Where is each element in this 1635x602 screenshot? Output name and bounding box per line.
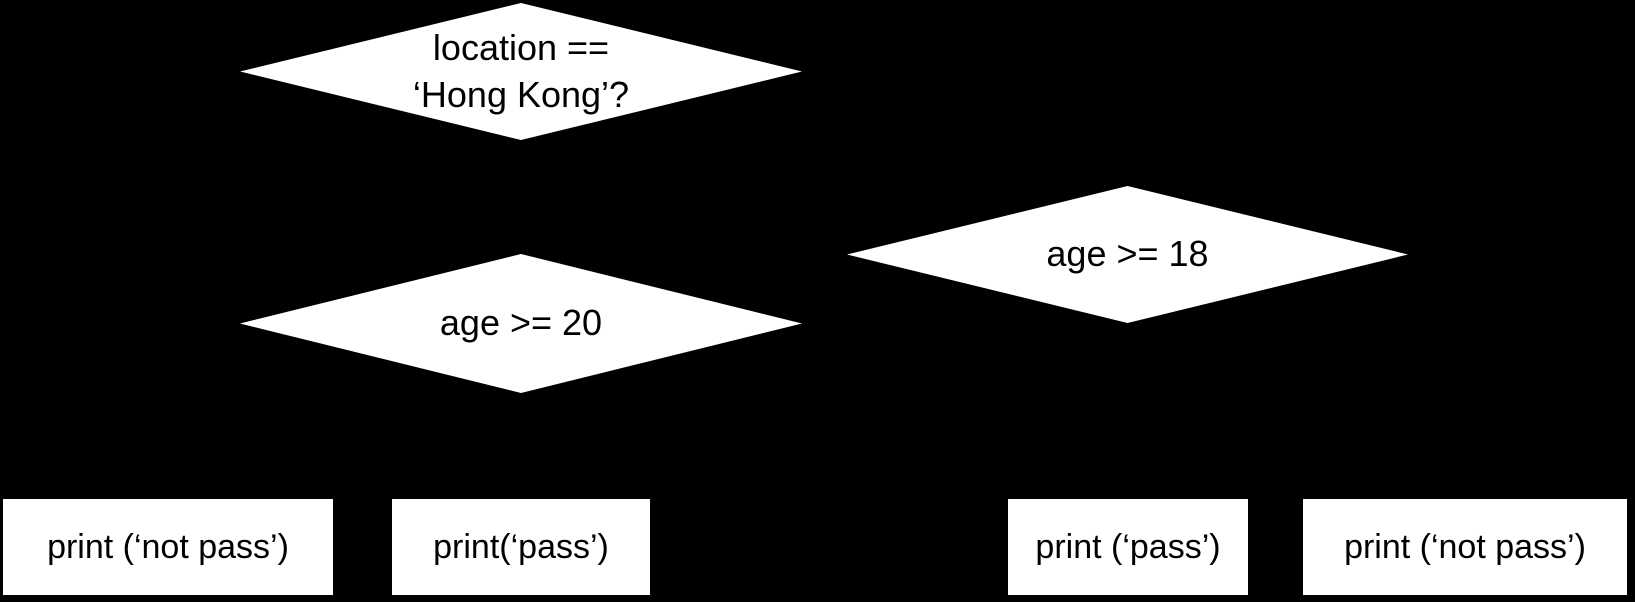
output-right-not-pass-label: print (‘not pass’) xyxy=(1344,527,1586,566)
decision-age-18-label: age >= 18 xyxy=(1046,233,1209,275)
output-left-not-pass-label: print (‘not pass’) xyxy=(47,527,289,566)
output-box-right-not-pass: print (‘not pass’) xyxy=(1303,499,1627,595)
decision-age-20-label: age >= 20 xyxy=(439,302,603,344)
decision-location-label: location == ‘Hong Kong’? xyxy=(412,27,630,115)
output-box-left-pass: print(‘pass’) xyxy=(392,499,650,595)
output-box-left-not-pass: print (‘not pass’) xyxy=(3,499,333,595)
output-left-pass-label: print(‘pass’) xyxy=(433,527,609,566)
output-box-right-pass: print (‘pass’) xyxy=(1008,499,1248,595)
decision-location-hong-kong: location == ‘Hong Kong’? xyxy=(240,3,802,140)
decision-age-20: age >= 20 xyxy=(240,254,802,393)
decision-age-18: age >= 18 xyxy=(847,186,1408,323)
output-right-pass-label: print (‘pass’) xyxy=(1035,527,1221,566)
